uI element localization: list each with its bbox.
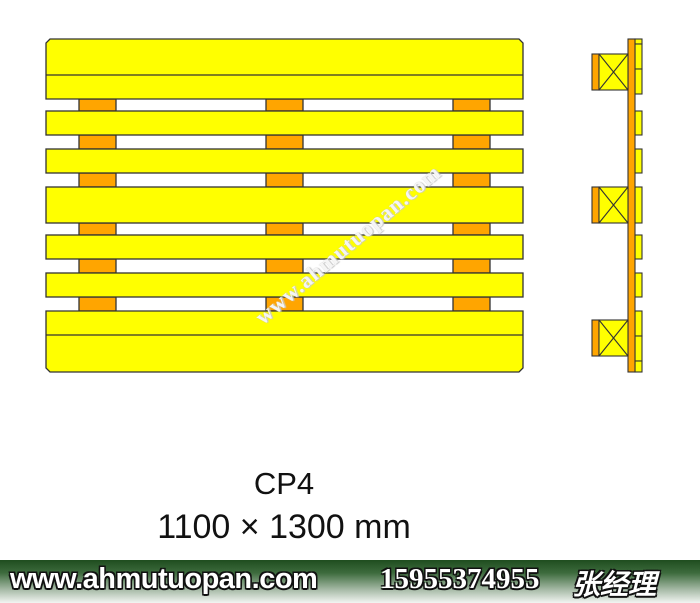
website-link[interactable]: www.ahmutuopan.com (10, 563, 318, 595)
contact-banner: www.ahmutuopan.com 15955374955 张经理 (0, 560, 700, 603)
side-view (591, 38, 643, 373)
deck-boards (45, 38, 524, 373)
model-name: CP4 (253, 466, 315, 501)
side-blocks (591, 53, 629, 357)
contact-name: 张经理 (572, 568, 657, 601)
phone-number: 15955374955 (380, 563, 540, 595)
top-view (45, 38, 524, 373)
pallet-drawing (45, 38, 643, 373)
dimensions-label: 1100 × 1300 mm (157, 508, 411, 546)
